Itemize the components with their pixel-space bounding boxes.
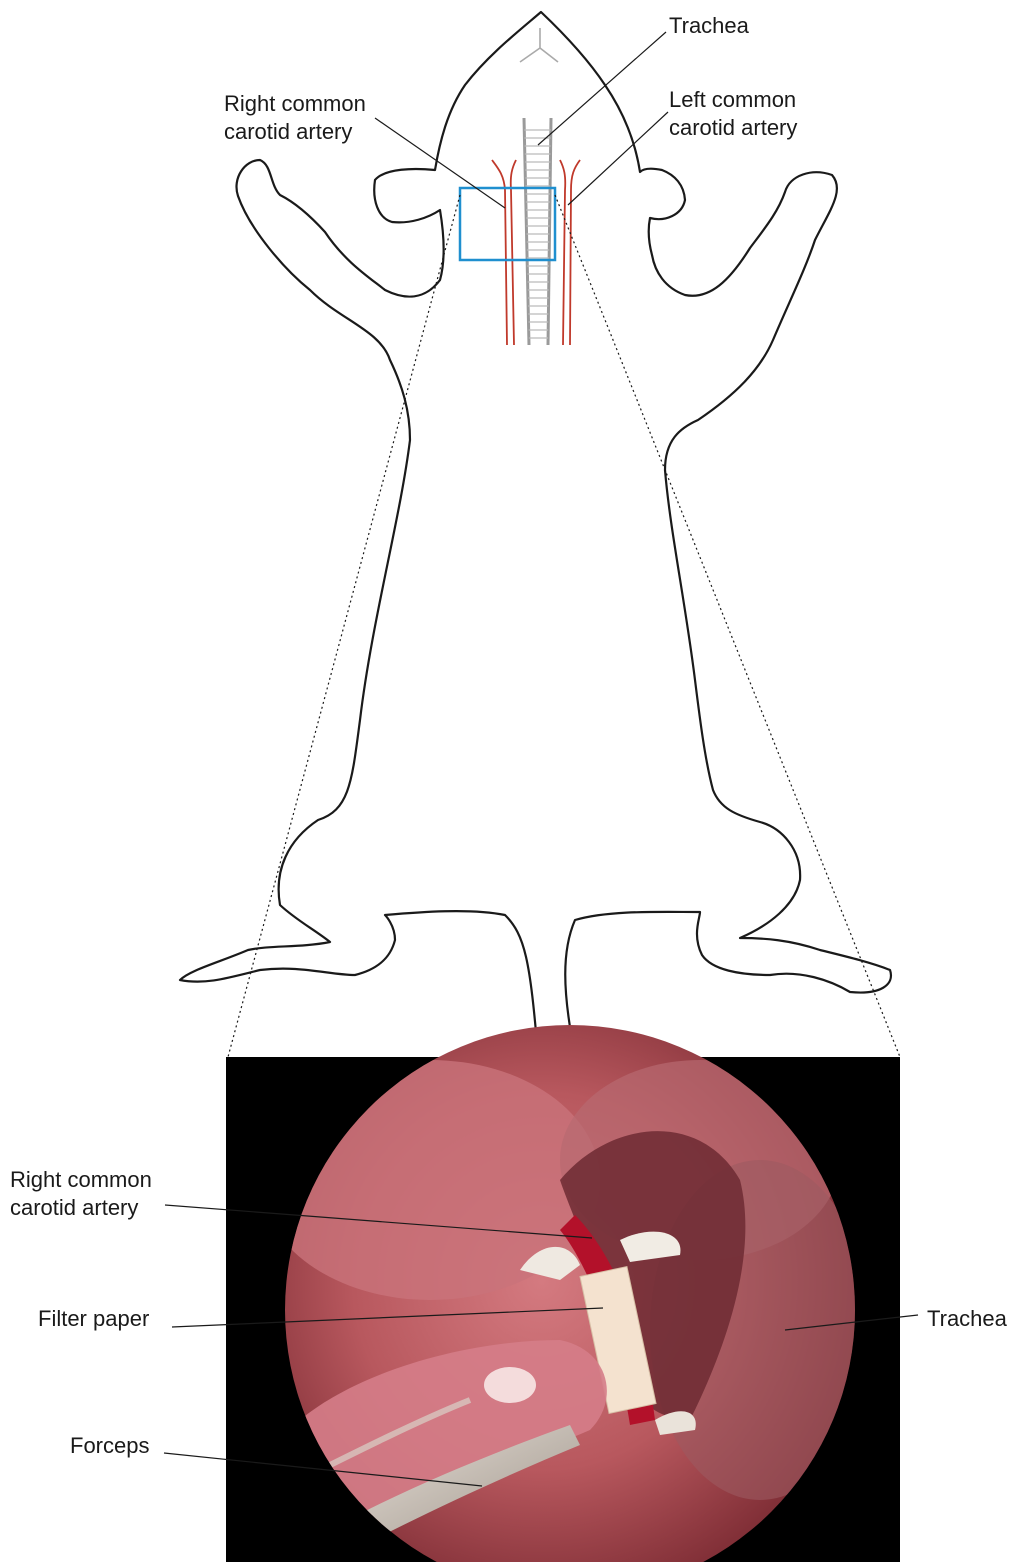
left-carotid-top-label-line2: carotid artery [669,114,797,141]
right-carotid-photo-label-line1: Right common [10,1166,152,1193]
right-carotid-top-label-line1: Right common [224,90,366,117]
right-carotid-top-label-line2: carotid artery [224,118,352,145]
mouse-body-outline [180,12,891,1055]
surgical-photo [226,1025,900,1562]
trachea-photo-label: Trachea [927,1305,1007,1332]
left-carotid-top-label-line1: Left common [669,86,796,113]
trachea-top-label: Trachea [669,12,749,39]
forceps-label: Forceps [70,1432,149,1459]
filter-paper-label: Filter paper [38,1305,149,1332]
right-carotid-photo-label-line2: carotid artery [10,1194,138,1221]
